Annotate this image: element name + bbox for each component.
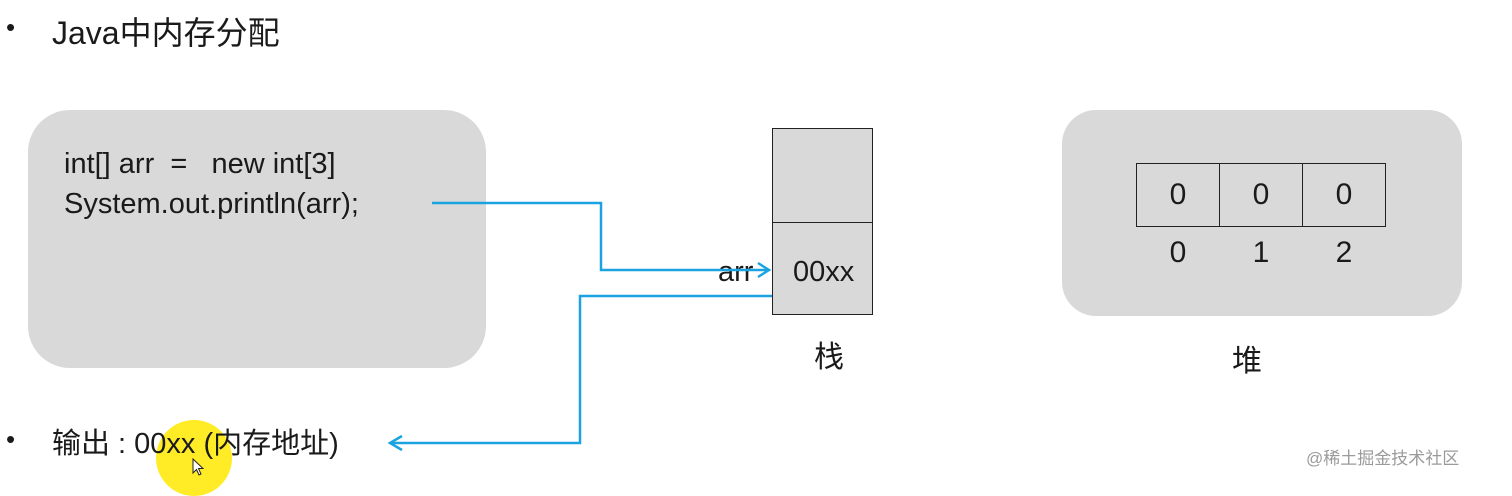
- output-prefix: 输出 :: [52, 428, 135, 460]
- heap-cell-2: 0: [1302, 163, 1386, 227]
- stack-value: 00xx: [793, 256, 855, 288]
- heap-index-1: 1: [1252, 236, 1270, 269]
- watermark-site: @稀土掘金技术社区: [1306, 449, 1460, 468]
- stack-cell-top: [772, 128, 873, 224]
- stack-var-label: arr: [718, 256, 754, 288]
- stack-cell-arr: [772, 222, 873, 315]
- code-line-2: System.out.println(arr);: [64, 188, 359, 220]
- heap-index-0: 0: [1169, 236, 1187, 269]
- output-suffix: (内存地址): [195, 428, 339, 460]
- heap-cell-0: 0: [1136, 163, 1220, 227]
- output-address: 00xx: [134, 428, 196, 460]
- code-line-1: int[] arr = new int[3]: [64, 148, 336, 180]
- mouse-cursor-icon: [192, 458, 205, 476]
- slide-title: Java中内存分配: [52, 15, 280, 51]
- output-line: 输出 : 00xx (内存地址): [52, 420, 339, 462]
- stack-label: 栈: [814, 341, 844, 374]
- arrows: [387, 201, 772, 452]
- arrow-stack-to-output: [392, 294, 772, 445]
- arrowhead-stack: [757, 261, 772, 279]
- heap-cell-1: 0: [1219, 163, 1303, 227]
- heap-label: 堆: [1232, 345, 1262, 378]
- title-bullet: •: [6, 12, 16, 42]
- output-bullet: •: [6, 424, 16, 454]
- code-box: [28, 110, 486, 368]
- arrow-code-to-stack: [432, 201, 768, 272]
- heap-index-2: 2: [1335, 236, 1353, 269]
- arrowhead-output: [387, 434, 403, 452]
